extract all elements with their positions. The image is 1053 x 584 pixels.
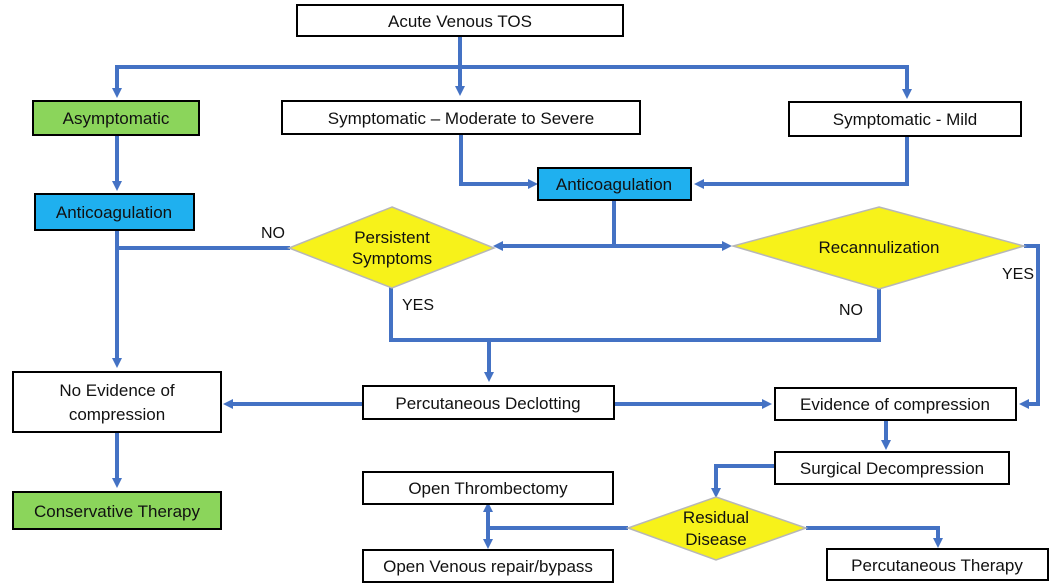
node-no-evidence-of-compression: No Evidence of compression: [12, 371, 222, 433]
edge-label-recannulization-no: NO: [839, 302, 863, 319]
node-surgical-decompression: Surgical Decompression: [774, 451, 1010, 485]
node-surgical-decompression-label: Surgical Decompression: [800, 459, 984, 478]
node-evidence-of-compression-label: Evidence of compression: [800, 395, 990, 414]
node-open-thrombectomy-label: Open Thrombectomy: [408, 479, 568, 498]
edge-label-persistent-yes: YES: [402, 297, 434, 314]
node-percutaneous-therapy: Percutaneous Therapy: [826, 548, 1049, 581]
node-anticoagulation-left: Anticoagulation: [34, 193, 195, 231]
connector-tos-asymptomatic: [112, 65, 460, 98]
connector-residual-percutaneous: [806, 526, 943, 548]
node-persistent-symptoms: Persistent Symptoms: [286, 206, 497, 289]
node-asymptomatic-label: Asymptomatic: [63, 109, 170, 128]
node-acute-venous-tos-label: Acute Venous TOS: [388, 12, 532, 31]
node-open-venous-repair-label: Open Venous repair/bypass: [383, 557, 593, 576]
connector-mild-anticoag: [694, 136, 909, 189]
node-percutaneous-therapy-label: Percutaneous Therapy: [851, 556, 1023, 575]
node-residual-disease-label-line1: Residual: [683, 508, 749, 527]
node-residual-disease-label-line2: Disease: [685, 530, 746, 549]
connector-tos-mild: [460, 65, 912, 99]
connector-recannulization-no: [489, 289, 881, 342]
node-acute-venous-tos: Acute Venous TOS: [296, 4, 624, 37]
node-persistent-symptoms-label-line1: Persistent: [354, 228, 430, 247]
node-recannulization: Recannulization: [730, 206, 1027, 290]
node-conservative-therapy: Conservative Therapy: [12, 491, 222, 530]
node-open-venous-repair: Open Venous repair/bypass: [362, 549, 614, 583]
node-no-evidence-label-line1: No Evidence of: [59, 381, 175, 400]
node-symptomatic-moderate-severe: Symptomatic – Moderate to Severe: [281, 100, 641, 135]
node-percutaneous-declotting: Percutaneous Declotting: [362, 385, 615, 420]
node-asymptomatic: Asymptomatic: [32, 100, 200, 136]
node-evidence-of-compression: Evidence of compression: [774, 387, 1017, 421]
connector-recannulization-yes: [1019, 244, 1040, 409]
node-open-thrombectomy: Open Thrombectomy: [362, 471, 614, 505]
node-residual-disease: Residual Disease: [625, 496, 809, 561]
node-anticoagulation-center-label: Anticoagulation: [556, 175, 672, 194]
node-percutaneous-declotting-label: Percutaneous Declotting: [395, 394, 580, 413]
node-recannulization-label: Recannulization: [819, 238, 940, 257]
connectors: [112, 36, 1040, 549]
node-symptomatic-moderate-severe-label: Symptomatic – Moderate to Severe: [328, 109, 594, 128]
node-conservative-therapy-label: Conservative Therapy: [34, 502, 200, 521]
connector-surgical-residual: [711, 464, 775, 498]
node-anticoagulation-left-label: Anticoagulation: [56, 203, 172, 222]
node-anticoagulation-center: Anticoagulation: [537, 167, 692, 201]
edge-label-persistent-no: NO: [261, 225, 285, 242]
node-symptomatic-mild: Symptomatic - Mild: [788, 101, 1022, 137]
node-persistent-symptoms-label-line2: Symptoms: [352, 249, 432, 268]
edge-label-recannulization-yes: YES: [1002, 266, 1034, 283]
node-no-evidence-label-line2: compression: [69, 405, 165, 424]
connector-moderate-anticoag: [459, 134, 538, 189]
connector-persistent-yes: [389, 286, 494, 382]
node-symptomatic-mild-label: Symptomatic - Mild: [833, 110, 978, 129]
